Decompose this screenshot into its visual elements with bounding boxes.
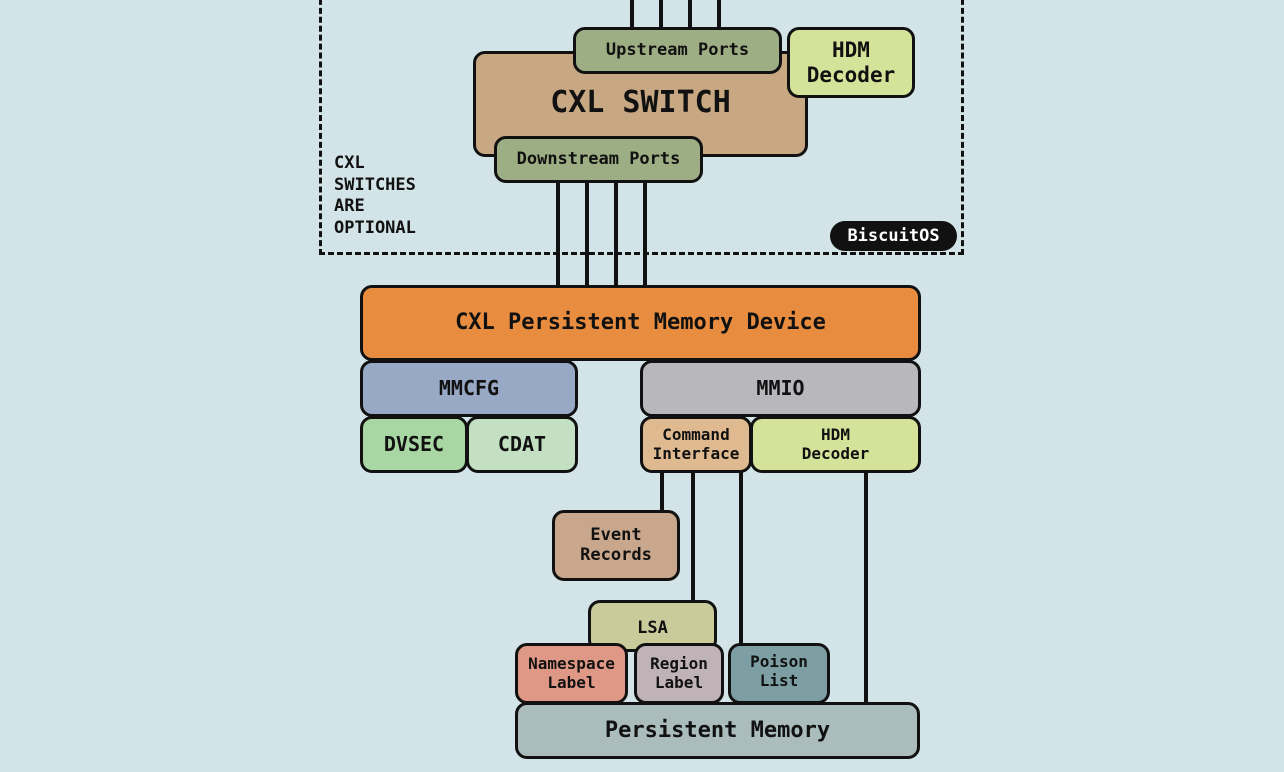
region-label: Region Label bbox=[634, 643, 724, 704]
mmio-label: MMIO bbox=[756, 376, 805, 400]
link-event-records bbox=[660, 472, 664, 512]
device-hdm-decoder-label: HDM Decoder bbox=[801, 425, 870, 463]
downstream-link-3 bbox=[614, 180, 618, 288]
upstream-ports: Upstream Ports bbox=[573, 27, 782, 74]
cdat: CDAT bbox=[466, 416, 578, 473]
region-label-text: Region Label bbox=[650, 654, 708, 692]
biscuitos-badge: BiscuitOS bbox=[830, 221, 957, 251]
upstream-link-1 bbox=[630, 0, 634, 30]
command-interface: Command Interface bbox=[640, 416, 752, 473]
mmcfg: MMCFG bbox=[360, 360, 578, 417]
cdat-label: CDAT bbox=[497, 432, 547, 456]
namespace-label: Namespace Label bbox=[515, 643, 628, 704]
dvsec: DVSEC bbox=[360, 416, 468, 473]
poison-list: Poison List bbox=[728, 643, 830, 704]
link-poison-list bbox=[739, 472, 743, 644]
command-interface-label: Command Interface bbox=[652, 425, 740, 463]
downstream-ports: Downstream Ports bbox=[494, 136, 703, 183]
lsa-label: LSA bbox=[637, 618, 668, 638]
device-hdm-decoder: HDM Decoder bbox=[750, 416, 921, 473]
event-records-label: Event Records bbox=[580, 524, 652, 565]
cxl-switch-label: CXL SWITCH bbox=[550, 84, 731, 120]
link-hdm-persistent-memory bbox=[864, 472, 868, 704]
optional-switch-region bbox=[319, 0, 964, 255]
namespace-label-text: Namespace Label bbox=[528, 654, 615, 692]
switch-hdm-decoder-label: HDM Decoder bbox=[806, 38, 896, 87]
upstream-link-4 bbox=[717, 0, 721, 30]
upstream-ports-label: Upstream Ports bbox=[605, 39, 750, 60]
downstream-ports-label: Downstream Ports bbox=[516, 148, 681, 169]
switches-optional-note: CXL SWITCHES ARE OPTIONAL bbox=[334, 153, 416, 238]
upstream-link-3 bbox=[688, 0, 692, 30]
downstream-link-2 bbox=[585, 180, 589, 288]
device-title: CXL Persistent Memory Device bbox=[455, 310, 826, 336]
downstream-link-1 bbox=[556, 180, 560, 288]
persistent-memory: Persistent Memory bbox=[515, 702, 920, 759]
event-records: Event Records bbox=[552, 510, 680, 581]
poison-list-label: Poison List bbox=[750, 652, 808, 690]
switch-hdm-decoder: HDM Decoder bbox=[787, 27, 915, 98]
dvsec-label: DVSEC bbox=[383, 432, 445, 456]
persistent-memory-label: Persistent Memory bbox=[604, 717, 831, 743]
mmcfg-label: MMCFG bbox=[438, 376, 500, 400]
cxl-persistent-memory-device: CXL Persistent Memory Device bbox=[360, 285, 921, 361]
link-lsa bbox=[691, 472, 695, 602]
upstream-link-2 bbox=[659, 0, 663, 30]
mmio: MMIO bbox=[640, 360, 921, 417]
downstream-link-4 bbox=[643, 180, 647, 288]
